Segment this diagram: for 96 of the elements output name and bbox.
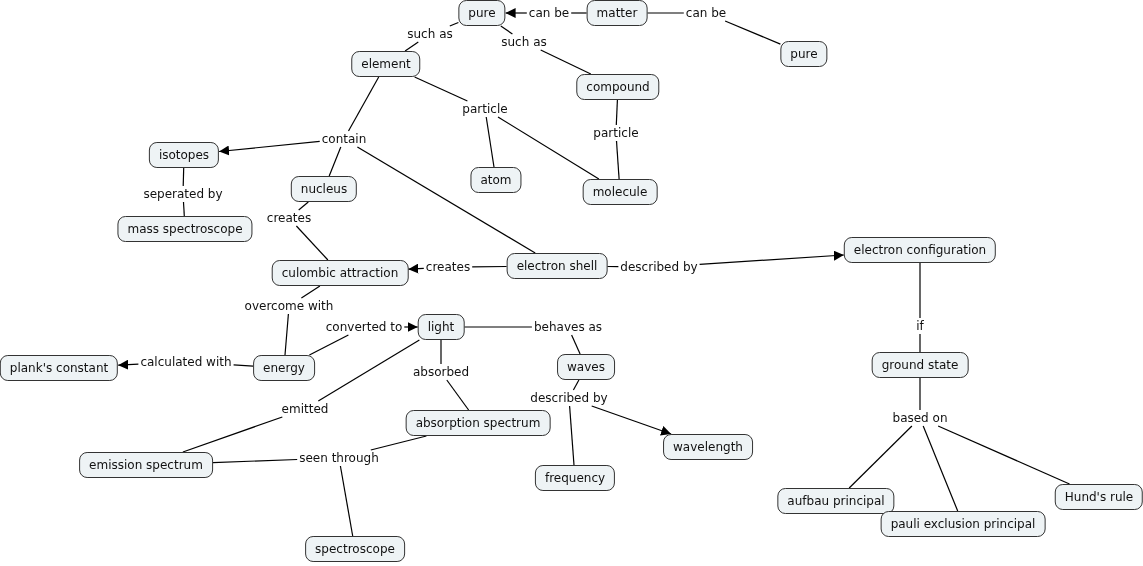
arrow bbox=[403, 322, 419, 332]
concept-box: pure bbox=[458, 0, 506, 26]
connector-line bbox=[339, 465, 354, 537]
linking-phrase: such as bbox=[405, 26, 455, 42]
concept-box: atom bbox=[470, 167, 522, 193]
concept-box: matter bbox=[586, 0, 648, 26]
linking-phrase: described by bbox=[618, 259, 700, 275]
concept-box: electron configuration bbox=[843, 237, 997, 263]
connector-line bbox=[724, 20, 781, 45]
concept-box: frequency bbox=[534, 465, 616, 491]
linking-phrase: seen through bbox=[297, 450, 381, 466]
connector-line bbox=[646, 12, 685, 14]
connector-line bbox=[440, 339, 442, 365]
connector-line bbox=[606, 265, 619, 268]
connector-line bbox=[233, 364, 254, 367]
connector-line bbox=[446, 379, 470, 411]
arrow bbox=[591, 405, 672, 436]
connector-line bbox=[308, 334, 349, 356]
linking-phrase: seperated by bbox=[141, 186, 225, 202]
linking-phrase: emitted bbox=[279, 401, 331, 417]
arrow bbox=[699, 250, 845, 265]
connector-line bbox=[295, 225, 329, 261]
connector-line bbox=[182, 167, 185, 187]
linking-phrase: creates bbox=[264, 210, 314, 226]
linking-phrase: overcome with bbox=[242, 298, 336, 314]
linking-phrase: absorbed bbox=[410, 364, 472, 380]
linking-phrase: creates bbox=[423, 259, 473, 275]
concept-box: culombic attraction bbox=[271, 260, 409, 286]
concept-box: pauli exclusion principal bbox=[880, 511, 1046, 537]
linking-phrase: calculated with bbox=[138, 354, 234, 370]
connector-line bbox=[485, 116, 495, 168]
linking-phrase: behaves as bbox=[531, 319, 605, 335]
connector-line bbox=[463, 326, 533, 328]
connector-line bbox=[615, 140, 620, 180]
connector-line bbox=[571, 334, 581, 355]
connector-line bbox=[404, 41, 419, 52]
arrow bbox=[218, 140, 321, 156]
linking-phrase: can be bbox=[526, 5, 572, 21]
connector-line bbox=[414, 76, 468, 102]
linking-phrase: if bbox=[914, 318, 926, 334]
concept-box: electron shell bbox=[506, 253, 608, 279]
linking-phrase: particle bbox=[460, 101, 510, 117]
connector-line bbox=[370, 435, 427, 451]
linking-phrase: based on bbox=[890, 410, 950, 426]
connector-line bbox=[471, 265, 508, 268]
connector-line bbox=[347, 76, 380, 132]
concept-box: wavelength bbox=[663, 434, 753, 460]
connector-line bbox=[182, 416, 283, 453]
connector-line bbox=[182, 201, 185, 217]
concept-box: waves bbox=[557, 354, 615, 380]
concept-box: aufbau principal bbox=[777, 488, 895, 514]
connector-line bbox=[919, 262, 921, 319]
connector-line bbox=[615, 99, 618, 126]
connector-line bbox=[569, 405, 575, 466]
linking-phrase: converted to bbox=[323, 319, 405, 335]
concept-box: compound bbox=[576, 74, 660, 100]
connector-line bbox=[449, 21, 459, 27]
linking-phrase: can be bbox=[683, 5, 729, 21]
connector-line bbox=[212, 458, 298, 464]
arrow bbox=[117, 359, 139, 370]
connector-line bbox=[540, 49, 592, 75]
concept-box: mass spectroscope bbox=[117, 216, 253, 242]
concept-box: element bbox=[351, 51, 421, 77]
connector-line bbox=[848, 425, 913, 489]
concept-box: nucleus bbox=[290, 176, 358, 202]
connector-line bbox=[570, 12, 588, 14]
concept-box: plank's constant bbox=[0, 355, 119, 381]
connector-line bbox=[284, 313, 289, 356]
connector-line bbox=[937, 425, 1071, 485]
concept-box: energy bbox=[253, 355, 315, 381]
concept-box: molecule bbox=[582, 179, 658, 205]
connector-line bbox=[919, 333, 921, 353]
concept-box: ground state bbox=[871, 352, 969, 378]
arrow bbox=[505, 8, 528, 18]
linking-phrase: particle bbox=[591, 125, 641, 141]
connector-line bbox=[572, 379, 580, 391]
connector-line bbox=[497, 116, 600, 180]
connector-line bbox=[298, 201, 309, 211]
arrow bbox=[407, 263, 425, 274]
concept-box: Hund's rule bbox=[1054, 484, 1143, 510]
linking-phrase: contain bbox=[319, 131, 369, 147]
connector-line bbox=[500, 25, 513, 35]
linking-phrase: such as bbox=[499, 34, 549, 50]
connector-line bbox=[317, 339, 420, 402]
concept-box: absorption spectrum bbox=[405, 410, 551, 436]
concept-box: isotopes bbox=[148, 142, 220, 168]
connector-line bbox=[919, 377, 921, 411]
concept-box: emission spectrum bbox=[79, 452, 213, 478]
connector-line bbox=[300, 285, 321, 299]
concept-box: pure bbox=[780, 41, 828, 67]
concept-box: spectroscope bbox=[305, 536, 405, 562]
linking-phrase: described by bbox=[528, 390, 610, 406]
connector-line bbox=[328, 146, 342, 177]
concept-box: light bbox=[417, 314, 465, 340]
connector-line bbox=[922, 425, 959, 512]
connector-line bbox=[356, 146, 536, 254]
